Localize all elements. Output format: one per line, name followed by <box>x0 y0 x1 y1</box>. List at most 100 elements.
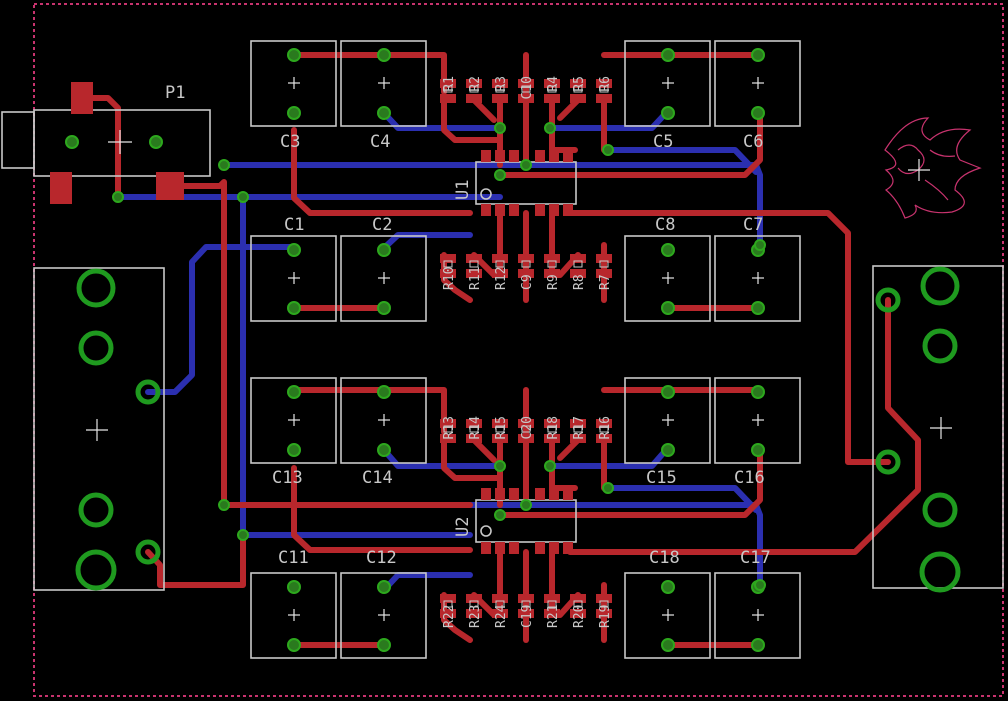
via <box>112 191 124 203</box>
smd-part[interactable] <box>544 79 560 103</box>
ic-pad <box>563 542 573 554</box>
left-jack[interactable] <box>33 267 165 591</box>
capacitor-footprint[interactable] <box>624 235 711 322</box>
smd-label: R24 <box>494 604 509 628</box>
smd-part[interactable] <box>492 254 508 278</box>
smd-label: C10 <box>520 76 535 99</box>
capacitor-footprint[interactable] <box>624 377 711 464</box>
smd-label: R6 <box>598 76 613 92</box>
ic-pad <box>549 150 559 162</box>
via <box>237 191 249 203</box>
label-c6: C6 <box>743 132 763 152</box>
ic-pad <box>481 542 491 554</box>
smd-part[interactable] <box>518 254 534 278</box>
smd-part[interactable] <box>492 594 508 618</box>
smd-part[interactable] <box>544 254 560 278</box>
smd-part[interactable] <box>466 254 482 278</box>
ic-u1[interactable]: U1 <box>453 161 577 205</box>
capacitor-footprint[interactable] <box>340 572 427 659</box>
smd-label: R10 <box>442 267 457 290</box>
via <box>520 159 532 171</box>
ic-u1-label: U1 <box>453 180 473 200</box>
capacitor-footprint[interactable] <box>714 40 801 127</box>
capacitor-footprint[interactable] <box>250 235 337 322</box>
smd-label: R17 <box>572 416 587 439</box>
ic-pad <box>481 488 491 500</box>
ic-pad <box>509 150 519 162</box>
capacitor-footprint[interactable] <box>340 377 427 464</box>
smd-part[interactable] <box>440 594 456 618</box>
smd-part[interactable] <box>596 419 612 443</box>
smd-part[interactable] <box>570 419 586 443</box>
capacitor-footprints <box>250 40 801 659</box>
label-c11: C11 <box>278 548 309 568</box>
label-c8: C8 <box>655 215 675 235</box>
smd-label: R14 <box>468 416 483 440</box>
smd-part[interactable] <box>518 594 534 618</box>
smd-part[interactable] <box>570 594 586 618</box>
smd-part[interactable] <box>440 419 456 443</box>
smd-label: C19 <box>520 605 535 628</box>
smd-label: R21 <box>546 605 561 628</box>
ic-pad <box>535 488 545 500</box>
smd-part[interactable] <box>596 594 612 618</box>
power-connector-p1[interactable]: P1 <box>1 82 211 204</box>
smd-label: R9 <box>546 274 561 290</box>
via <box>520 499 532 511</box>
smd-part[interactable] <box>518 79 534 103</box>
smd-part[interactable] <box>466 79 482 103</box>
ic-pad <box>495 204 505 216</box>
capacitor-footprint[interactable] <box>714 377 801 464</box>
ic-pad <box>509 488 519 500</box>
smd-label: R18 <box>546 416 561 439</box>
capacitor-footprint[interactable] <box>624 40 711 127</box>
smd-label: R23 <box>468 605 483 628</box>
capacitor-footprint[interactable] <box>250 572 337 659</box>
right-jack[interactable] <box>872 265 1004 593</box>
smd-part[interactable] <box>440 254 456 278</box>
smd-part[interactable] <box>440 79 456 103</box>
smd-part[interactable] <box>518 419 534 443</box>
via <box>544 122 556 134</box>
smd-label: R11 <box>468 267 483 290</box>
smd-label: C9 <box>520 274 535 290</box>
smd-part[interactable] <box>544 594 560 618</box>
label-c17: C17 <box>740 548 771 568</box>
capacitor-footprint[interactable] <box>250 377 337 464</box>
smd-label: R1 <box>442 76 457 92</box>
smd-label: R12 <box>494 267 509 290</box>
smd-label: R8 <box>572 274 587 290</box>
capacitor-footprint[interactable] <box>340 235 427 322</box>
smd-part[interactable] <box>466 594 482 618</box>
vias <box>112 122 766 591</box>
smd-part[interactable] <box>492 419 508 443</box>
ic-pad <box>563 488 573 500</box>
label-c1: C1 <box>284 215 304 235</box>
smd-part[interactable] <box>570 254 586 278</box>
capacitor-footprint[interactable] <box>624 572 711 659</box>
smd-part[interactable] <box>492 79 508 103</box>
smd-label: R3 <box>494 76 509 92</box>
via <box>237 529 249 541</box>
ic-pad <box>549 488 559 500</box>
label-c14: C14 <box>362 468 393 488</box>
smd-part[interactable] <box>544 419 560 443</box>
ic-pad <box>549 542 559 554</box>
capacitor-footprint[interactable] <box>250 40 337 127</box>
capacitor-footprint[interactable] <box>340 40 427 127</box>
smd-part[interactable] <box>570 79 586 103</box>
smd-label: R22 <box>442 605 457 628</box>
label-c13: C13 <box>272 468 303 488</box>
label-c5: C5 <box>653 132 673 152</box>
smd-part[interactable] <box>596 254 612 278</box>
smd-part[interactable] <box>466 419 482 443</box>
smd-label: R4 <box>546 76 561 92</box>
smd-label: C20 <box>520 416 535 439</box>
connector-label: P1 <box>165 83 185 103</box>
via <box>218 499 230 511</box>
via <box>754 239 766 251</box>
ic-pad <box>563 204 573 216</box>
ic-pad <box>495 488 505 500</box>
smd-part[interactable] <box>596 79 612 103</box>
